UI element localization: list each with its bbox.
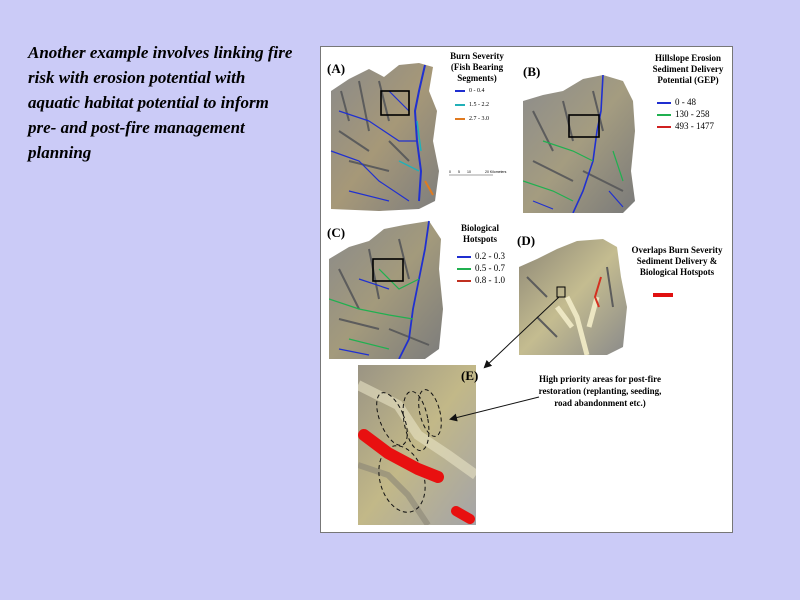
panel-letter-a: (A) [327, 61, 346, 76]
panel-letter-b: (B) [523, 64, 541, 79]
legend-swatch [657, 125, 671, 128]
overlap-swatch [653, 293, 673, 297]
legend-swatch [455, 104, 465, 106]
map-b [523, 74, 635, 213]
arrow-connectors [449, 296, 560, 422]
legend-swatch [455, 118, 465, 120]
scale-label: 10 [467, 170, 471, 174]
callout-text: High priority areas for post-fire restor… [538, 374, 662, 408]
panel-letter-c: (C) [327, 225, 346, 240]
legend-swatch [457, 279, 471, 282]
panel-letter-e: (E) [461, 368, 479, 383]
legend-item-c-1: 0.2 - 0.3 [457, 251, 505, 262]
legend-item-a-2: 1.5 - 2.2 [455, 101, 489, 109]
scale-label: 20 Kilometers [485, 170, 507, 174]
legend-swatch [455, 90, 465, 92]
legend-title-b: Hillslope Erosion Sediment Delivery Pote… [652, 53, 724, 85]
legend-swatch [657, 101, 671, 104]
scale-label: 5 [458, 170, 460, 174]
slide-body-text: Another example involves linking fire ri… [28, 43, 293, 162]
panel-letter-d: (D) [517, 233, 536, 248]
figure-panel: (A) Burn Severity (Fish Bearing Segments… [320, 46, 733, 533]
legend-swatch [457, 267, 471, 270]
scale-bar-a: 0 5 10 20 Kilometers [449, 170, 507, 176]
legend-item-a-1: 0 - 0.4 [455, 87, 485, 95]
map-d [519, 239, 627, 355]
map-a [330, 63, 439, 211]
legend-item-b-1: 0 - 48 [657, 97, 696, 108]
legend-item-a-3: 2.7 - 3.0 [455, 115, 489, 123]
legend-swatch [657, 113, 671, 116]
scale-label: 0 [449, 170, 451, 174]
legend-item-c-2: 0.5 - 0.7 [457, 263, 505, 274]
legend-item-c-3: 0.8 - 1.0 [457, 275, 505, 286]
legend-title-c: Biological Hotspots [461, 223, 499, 244]
legend-swatch [457, 255, 471, 258]
map-c [329, 220, 443, 359]
legend-item-b-3: 493 - 1477 [657, 121, 714, 132]
legend-item-b-2: 130 - 258 [657, 109, 710, 120]
map-e [358, 365, 476, 525]
legend-title-a: Burn Severity (Fish Bearing Segments) [450, 51, 504, 83]
legend-title-d: Overlaps Burn Severity Sediment Delivery… [631, 245, 723, 277]
